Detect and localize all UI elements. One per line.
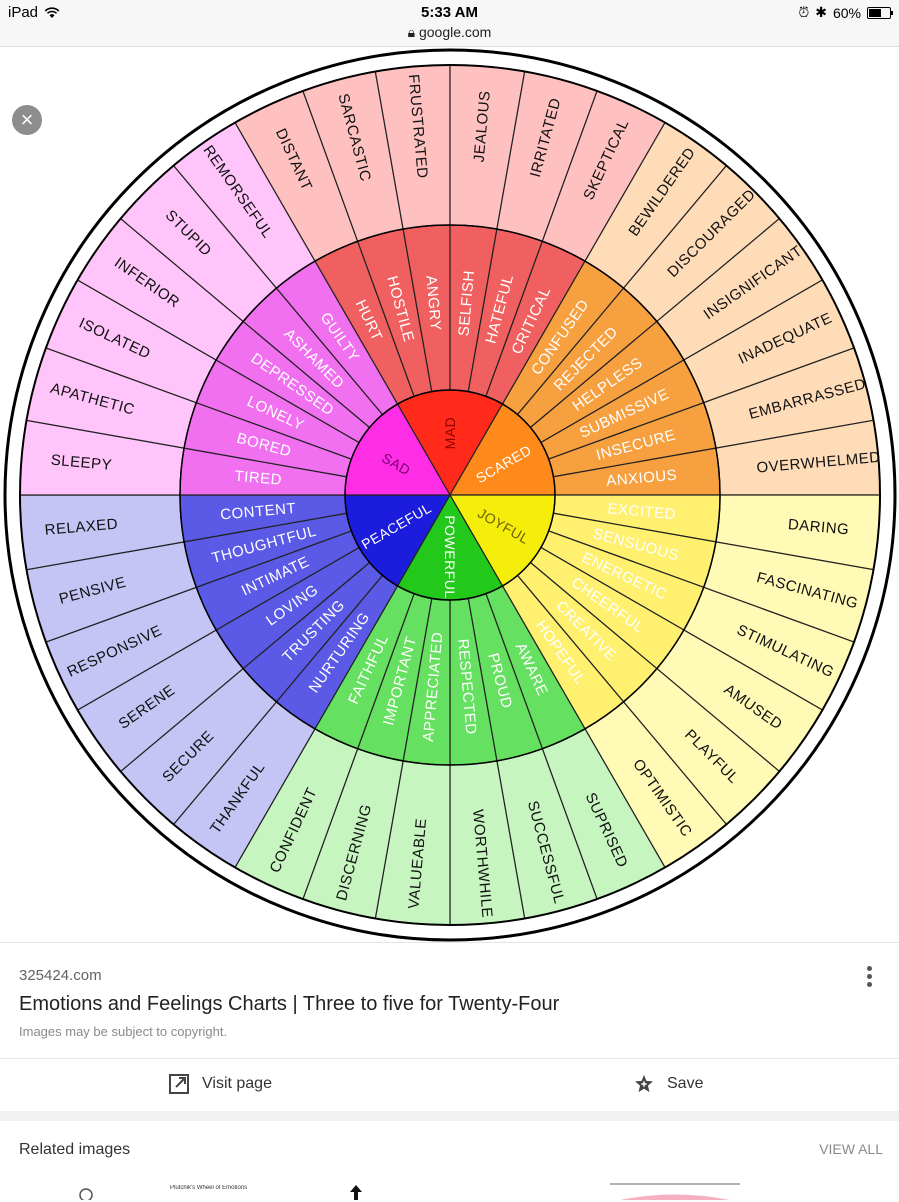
- action-bar: Visit page Save: [0, 1058, 899, 1112]
- middle-feeling-label: CONTENT: [220, 500, 297, 524]
- related-thumbnail-caption: Plutchik's Wheel of Emotions: [170, 1185, 248, 1191]
- related-thumbnail-2[interactable]: Plutchik's Wheel of Emotions: [170, 1185, 270, 1202]
- middle-feeling-label: EXCITED: [607, 500, 677, 523]
- visit-page-label: Visit page: [202, 1075, 272, 1092]
- view-all-link[interactable]: VIEW ALL: [819, 1141, 883, 1157]
- middle-band-edge: [179, 224, 721, 766]
- device-name: iPad: [8, 4, 39, 21]
- open-external-icon: [169, 1074, 189, 1094]
- more-options-icon[interactable]: [859, 963, 879, 993]
- close-icon[interactable]: ×: [12, 105, 42, 135]
- related-thumbnail-1[interactable]: [68, 1183, 104, 1200]
- copyright-notice: Images may be subject to copyright.: [19, 1024, 228, 1039]
- battery-percent: 60%: [832, 4, 861, 21]
- outer-feeling-label: DARING: [787, 516, 850, 538]
- device-indicator: iPad: [8, 4, 60, 21]
- related-images-section: Related images VIEW ALL Plutchik's Wheel…: [0, 1121, 899, 1200]
- core-edge: [344, 389, 556, 601]
- battery-icon: [867, 6, 893, 19]
- core-emotion-label: MAD: [442, 417, 458, 450]
- outer-feeling-label: RELAXED: [44, 516, 119, 539]
- alarm-icon: ⏰︎: [798, 4, 810, 20]
- section-divider: [0, 1111, 899, 1121]
- status-bar: iPad 5:33 AM 🔒︎ google.com ⏰︎ ✱ 60%: [0, 0, 899, 47]
- source-domain[interactable]: 325424.com: [19, 967, 102, 984]
- outer-feeling-label: SLEEPY: [50, 452, 113, 474]
- clock: 5:33 AM: [421, 4, 478, 21]
- core-emotion-label: POWERFUL: [442, 515, 458, 598]
- address-bar[interactable]: 🔒︎ google.com: [0, 24, 899, 41]
- related-thumbnail-4[interactable]: [610, 1183, 740, 1200]
- middle-feeling-label: ANGRY: [422, 275, 444, 332]
- save-label: Save: [667, 1075, 704, 1092]
- middle-feeling-label: ANXIOUS: [606, 467, 678, 490]
- outer-feeling-label: JEALOUS: [471, 90, 494, 163]
- url-text: google.com: [418, 24, 492, 40]
- image-title[interactable]: Emotions and Feelings Charts | Three to …: [19, 993, 560, 1015]
- bluetooth-icon: ✱: [815, 4, 827, 20]
- outer-band-edge: [19, 64, 881, 926]
- wifi-icon: [44, 6, 60, 18]
- save-button[interactable]: Save: [633, 1073, 703, 1095]
- related-images-title: Related images: [19, 1141, 131, 1158]
- related-thumbnail-3[interactable]: [346, 1183, 366, 1200]
- lock-icon: 🔒︎: [407, 24, 416, 40]
- status-right: ⏰︎ ✱ 60%: [798, 4, 893, 21]
- middle-feeling-label: SELFISH: [455, 270, 478, 337]
- visit-page-button[interactable]: Visit page: [168, 1073, 272, 1095]
- star-add-icon: [635, 1074, 653, 1093]
- middle-feeling-label: TIRED: [234, 468, 283, 489]
- image-info-panel: 325424.com Emotions and Feelings Charts …: [0, 942, 899, 1059]
